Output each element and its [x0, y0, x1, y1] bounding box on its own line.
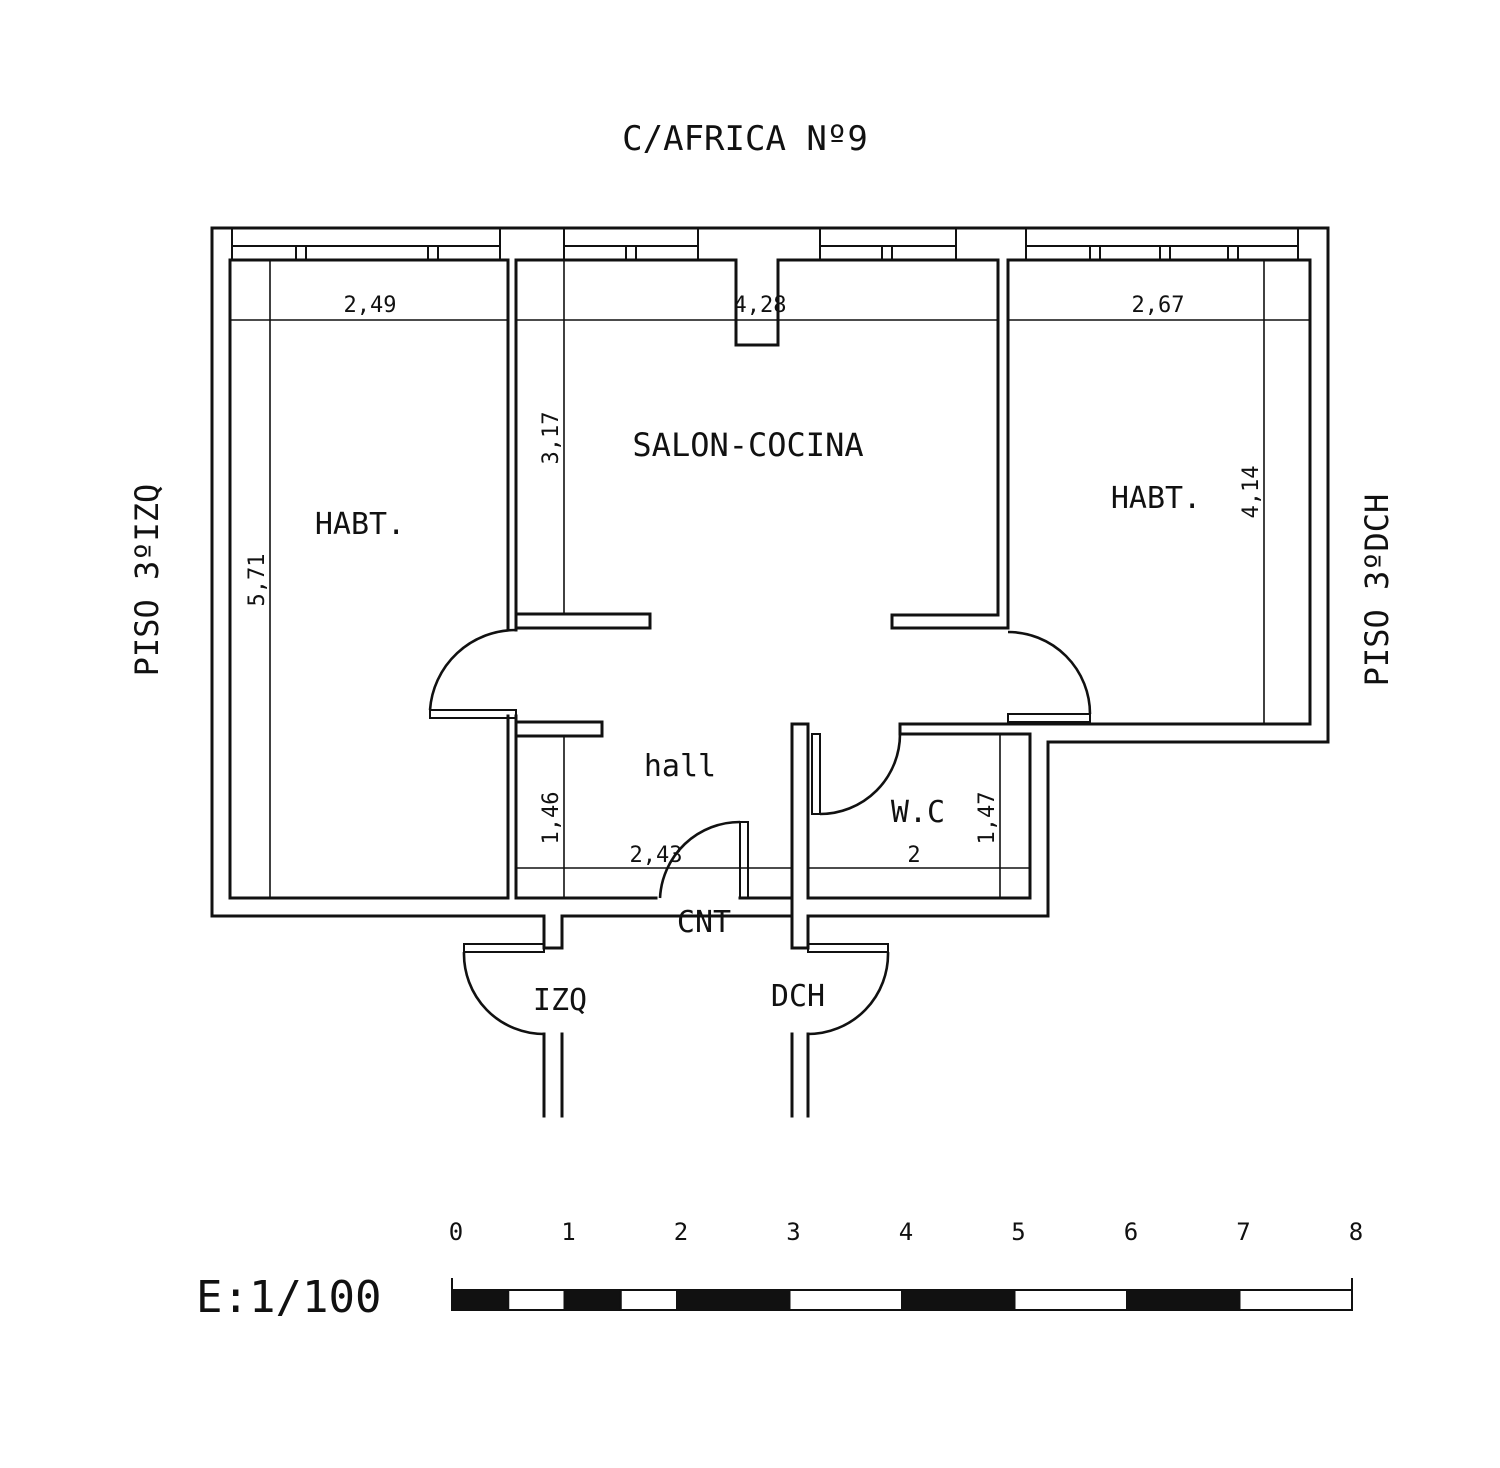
right-bedroom-wall [1006, 258, 1312, 726]
window-left [231, 228, 501, 261]
room-living-kitchen: SALON-COCINA [632, 426, 863, 464]
scale-tick-label-0: 0 [449, 1218, 463, 1246]
room-hall: hall [644, 749, 716, 784]
scale-segment-9 [1238, 1289, 1353, 1311]
neighbor-left-label: PISO 3ºIZQ [128, 484, 166, 677]
dim-wc-depth: 1,47 [975, 792, 1000, 845]
door-wc [811, 733, 902, 816]
scale-tick-label-7: 7 [1236, 1218, 1250, 1246]
doors [428, 628, 1092, 1036]
outer-wall [210, 226, 1330, 950]
living-wall-left-return [514, 612, 652, 630]
scale-segment-1 [507, 1289, 566, 1311]
neighbor-right-label: PISO 3ºDCH [1358, 494, 1396, 687]
window-center-left [563, 228, 699, 261]
hall-partition [790, 722, 1032, 950]
dim-bedroom-right-depth: 4,14 [1239, 466, 1264, 519]
scale-segment-8 [1126, 1289, 1241, 1311]
scale-segment-3 [619, 1289, 678, 1311]
dim-wc-width: 2 [907, 843, 920, 868]
scale-segment-6 [901, 1289, 1016, 1311]
street-title: C/AFRICA Nº9 [622, 119, 868, 159]
label-door-dch: DCH [771, 979, 825, 1014]
scale-segment-2 [563, 1289, 622, 1311]
door-izq [462, 943, 545, 1036]
scale-label: E:1/100 [196, 1272, 381, 1323]
scale-tick-label-6: 6 [1124, 1218, 1138, 1246]
scale-tick-label-3: 3 [786, 1218, 800, 1246]
scale-segment-0 [451, 1289, 510, 1311]
scale-tick-label-2: 2 [674, 1218, 688, 1246]
room-bedroom-left: HABT. [315, 507, 405, 542]
windows [231, 228, 1299, 261]
room-wc: W.C [891, 795, 945, 830]
dim-living-width: 4,28 [734, 293, 787, 318]
scale-segment-4 [676, 1289, 791, 1311]
scale-bar: 0 1 2 3 4 5 6 7 8 [449, 1218, 1363, 1311]
dim-hall-width: 2,43 [630, 843, 683, 868]
dimension-lines [230, 260, 1310, 898]
door-left-bedroom [428, 628, 517, 719]
dim-bedroom-left-depth: 5,71 [245, 554, 270, 607]
walls [210, 226, 1330, 1118]
hall-wall-left [514, 714, 658, 900]
dim-bedroom-right-width: 2,67 [1132, 293, 1185, 318]
room-bedroom-right: HABT. [1111, 481, 1201, 516]
dim-living-depth: 3,17 [539, 412, 564, 465]
dim-hall-depth: 1,46 [539, 792, 564, 845]
scale-tick-label-1: 1 [561, 1218, 575, 1246]
scale-tick-label-5: 5 [1011, 1218, 1025, 1246]
door-entrance [658, 820, 749, 899]
scale-segment-7 [1013, 1289, 1128, 1311]
window-right [1025, 228, 1299, 261]
dim-bedroom-left-width: 2,49 [344, 293, 397, 318]
window-center-right [819, 228, 957, 261]
scale-segment-5 [788, 1289, 903, 1311]
left-bedroom-wall [228, 258, 510, 900]
scale-tick-label-4: 4 [899, 1218, 913, 1246]
room-landing: CNT [677, 905, 731, 940]
door-dch [807, 943, 890, 1036]
hall-wall-top-left [514, 720, 604, 738]
door-right-bedroom [1007, 630, 1092, 723]
label-door-izq: IZQ [533, 983, 587, 1018]
scale-tick-label-8: 8 [1349, 1218, 1363, 1246]
